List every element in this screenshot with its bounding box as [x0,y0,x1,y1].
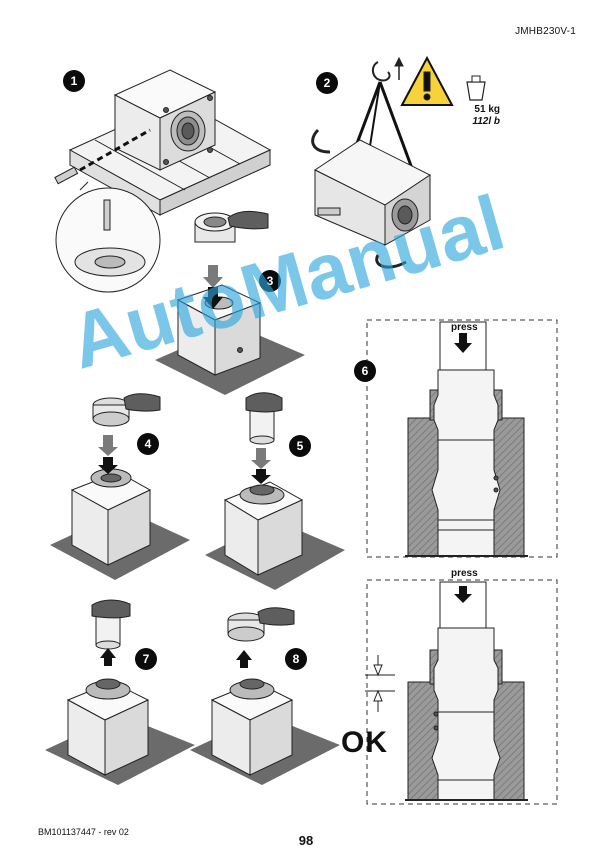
lift-weight-label: 51 kg 112l b [450,104,500,128]
step2-illustration [311,55,486,269]
step8-illustration [190,607,340,785]
document-reference: BM101137447 - rev 02 [38,827,129,837]
step-badge-6: 6 [354,360,376,382]
weight-kg: 51 kg [474,104,500,115]
document-code: JMHB230V-1 [515,26,576,37]
hand-icon [227,210,269,230]
hand-icon [123,393,161,412]
step3-illustration [155,265,305,395]
page-number: 98 [298,833,314,848]
crane-hook-icon [372,61,391,82]
step-badge-1: 1 [63,70,85,92]
rotate-arrow-icon [375,254,407,269]
step-badge-2: 2 [316,72,338,94]
step4-illustration [50,393,190,580]
step7-illustration [45,599,195,785]
press-label-lower: press [451,568,478,579]
step5-illustration [205,392,345,590]
step-badge-5: 5 [289,435,311,457]
weight-lb: 112l b [472,116,500,127]
hand-icon [257,607,295,626]
step1-illustration [54,69,272,293]
step-badge-7: 7 [135,648,157,670]
hand-icon [245,392,283,413]
rotate-arrow-icon [311,128,331,154]
section-view-upper [366,319,558,558]
ok-check-label: OK [341,726,388,759]
weight-icon [466,81,486,101]
step-badge-4: 4 [137,433,159,455]
press-label-upper: press [451,322,478,333]
hand-icon [91,599,131,619]
section-view-lower [365,579,558,805]
step-badge-3: 3 [259,270,281,292]
step-badge-8: 8 [285,648,307,670]
cartridge-in-hand [194,210,269,243]
